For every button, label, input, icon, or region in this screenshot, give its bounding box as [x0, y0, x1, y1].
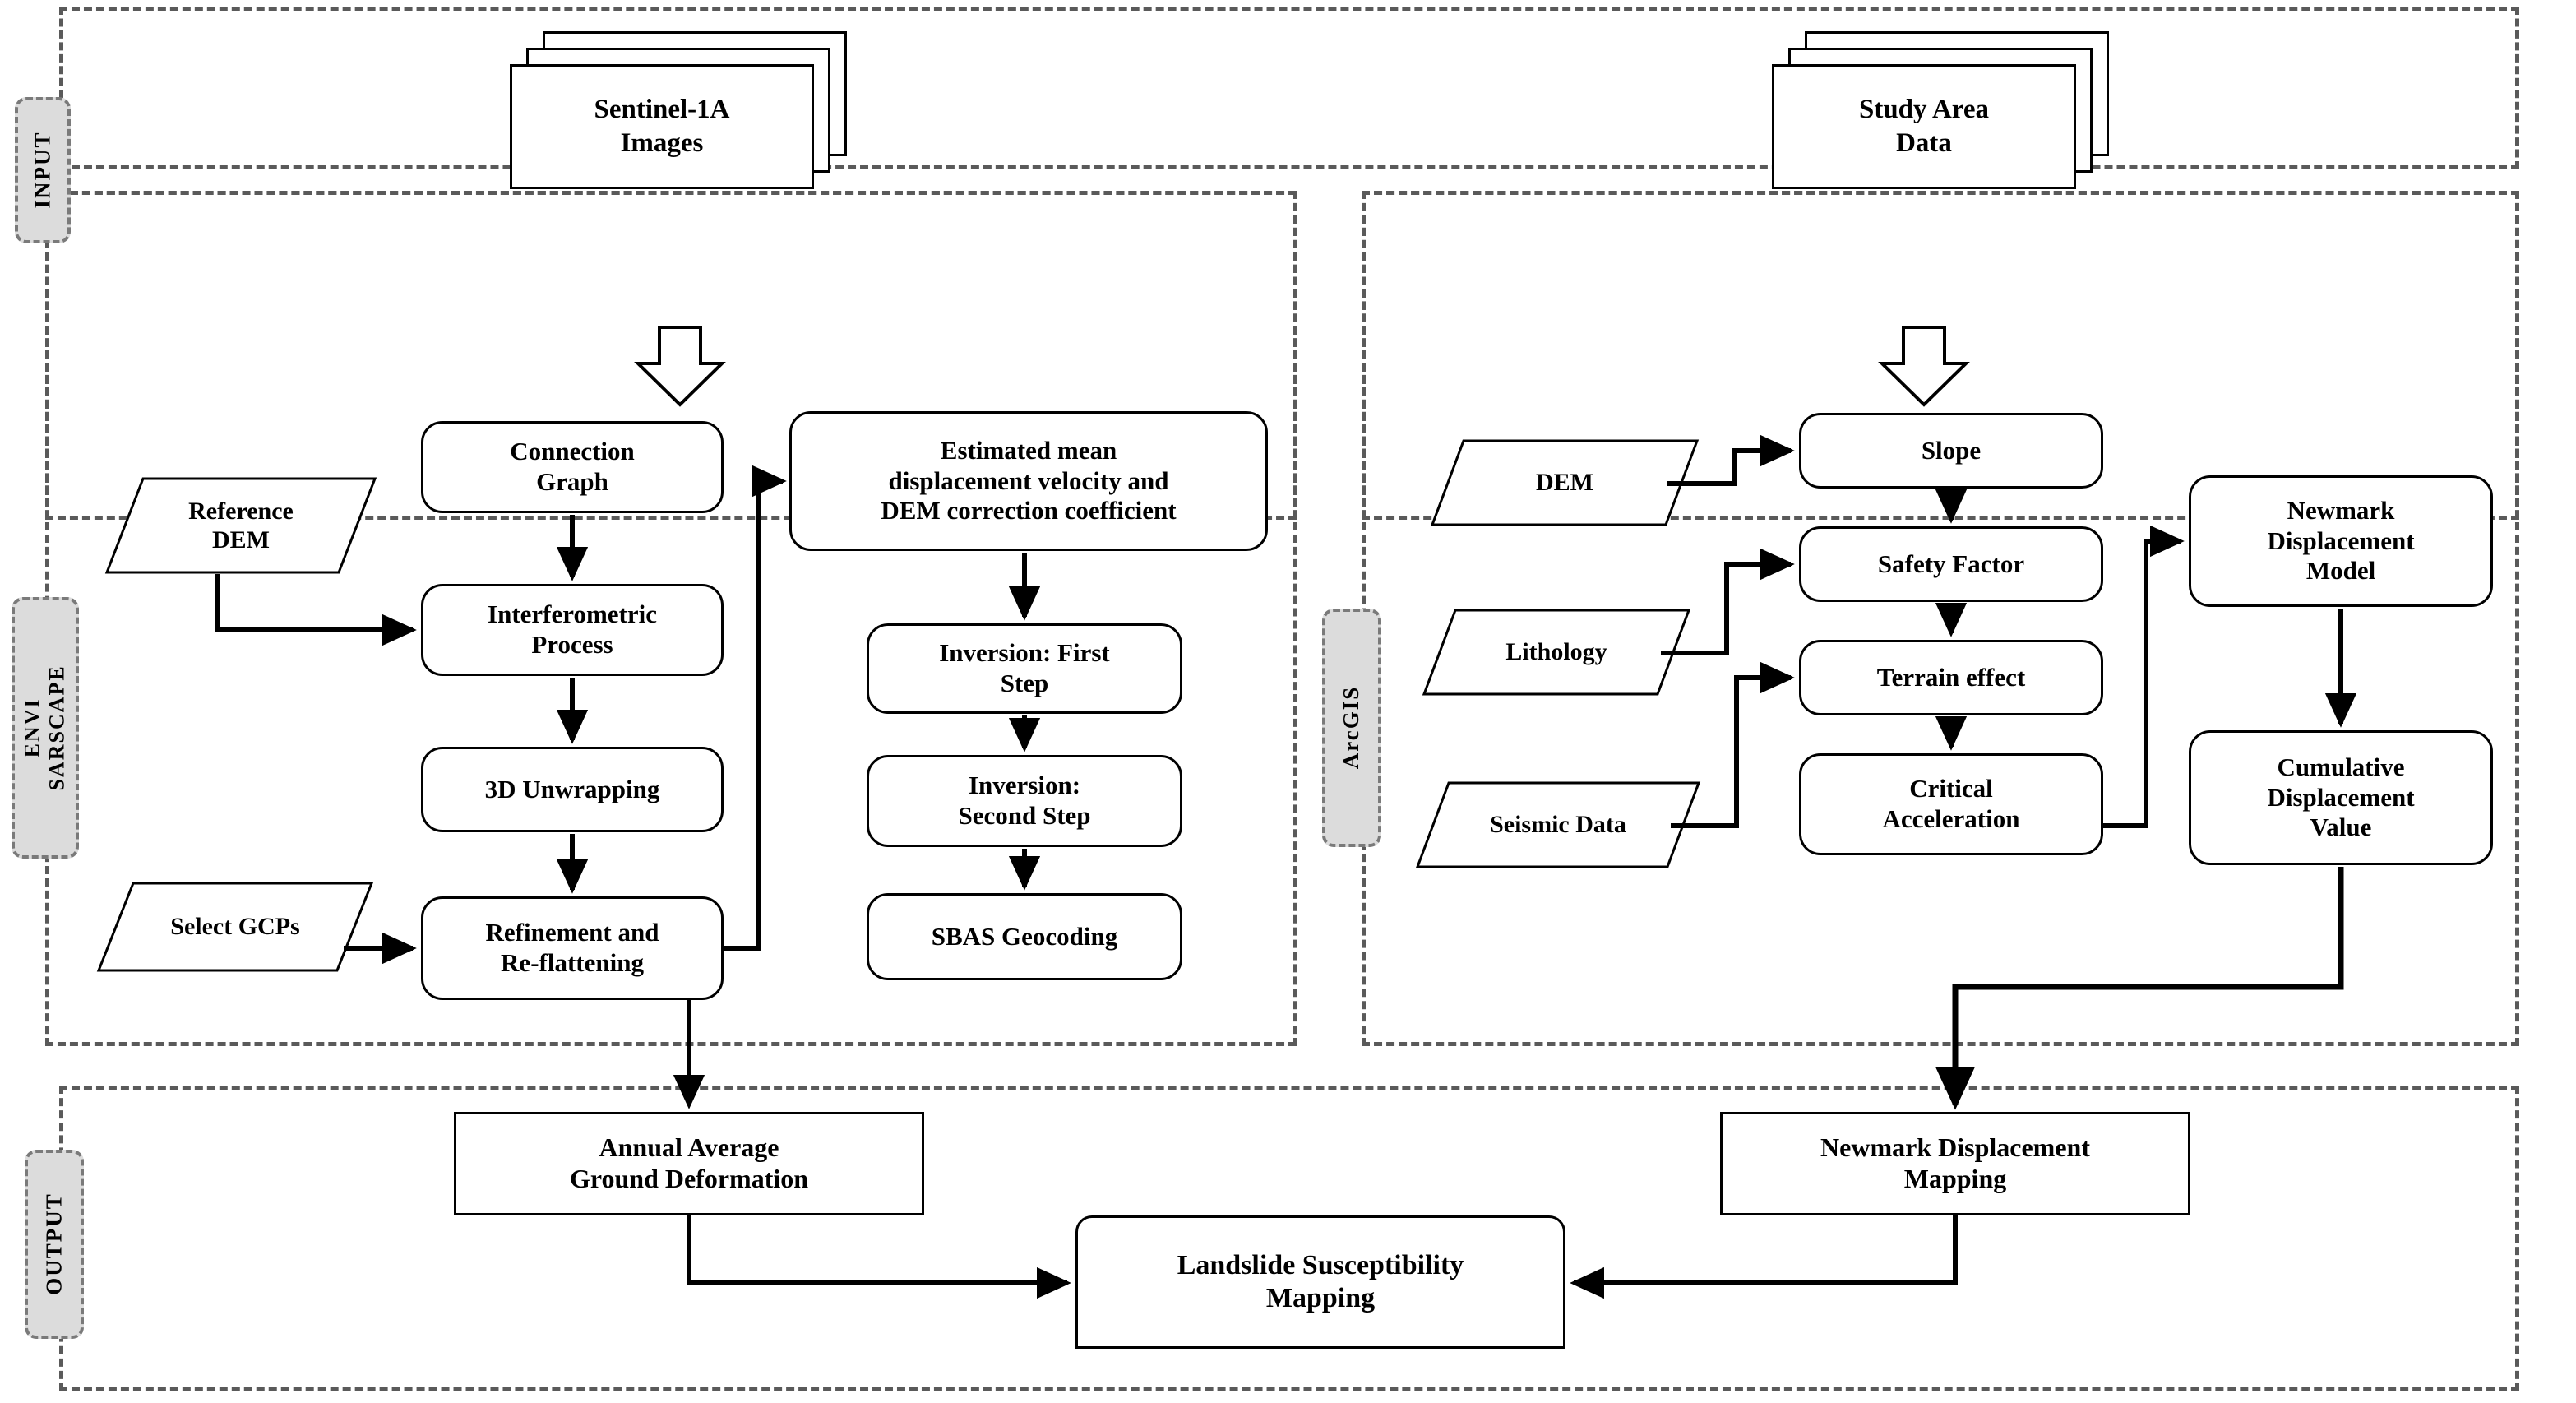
label-inversion-second-step: Inversion: Second Step: [958, 771, 1091, 830]
stage-label-envi: ENVI SARSCAPE: [21, 664, 70, 790]
data-shape-select-gcps: Select GCPs: [96, 882, 374, 972]
stage-label-output: OUTPUT: [41, 1192, 67, 1296]
stage-tab-envi: ENVI SARSCAPE: [12, 597, 79, 859]
stage-tab-input: INPUT: [15, 97, 71, 243]
label-lithology: Lithology: [1505, 638, 1607, 666]
data-shape-lithology: Lithology: [1422, 609, 1691, 696]
dataset-stack-study-area: Study Area Data: [1772, 31, 2117, 189]
process-critical-acceleration: Critical Acceleration: [1799, 753, 2103, 855]
process-inversion-second-step: Inversion: Second Step: [867, 755, 1182, 847]
dataset-label-sentinel: Sentinel-1A Images: [594, 94, 730, 158]
process-cumulative-displacement-value: Cumulative Displacement Value: [2189, 730, 2493, 865]
label-terrain-effect: Terrain effect: [1876, 662, 2026, 692]
label-inversion-first-step: Inversion: First Step: [939, 638, 1110, 697]
stage-label-arcgis: ArcGIS: [1339, 686, 1364, 770]
process-3d-unwrapping: 3D Unwrapping: [421, 747, 724, 832]
process-newmark-displacement-model: Newmark Displacement Model: [2189, 475, 2493, 607]
label-estimated-mean-displacement: Estimated mean displacement velocity and…: [881, 436, 1177, 526]
label-cumulative-displacement-value: Cumulative Displacement Value: [2267, 752, 2415, 842]
label-newmark-displacement-mapping: Newmark Displacement Mapping: [1820, 1132, 2090, 1193]
stage-label-input: INPUT: [30, 131, 55, 209]
sheet-front: Study Area Data: [1772, 64, 2076, 189]
output-landslide-susceptibility-mapping: Landslide Susceptibility Mapping: [1075, 1215, 1565, 1349]
stage-label-envi-line2: SARSCAPE: [45, 664, 69, 791]
output-newmark-displacement-mapping: Newmark Displacement Mapping: [1720, 1112, 2190, 1215]
label-select-gcps: Select GCPs: [170, 913, 300, 941]
label-landslide-susceptibility-mapping: Landslide Susceptibility Mapping: [1177, 1249, 1464, 1313]
label-critical-acceleration: Critical Acceleration: [1882, 774, 2020, 833]
data-shape-reference-dem: Reference DEM: [104, 477, 377, 574]
stage-tab-output: OUTPUT: [25, 1150, 84, 1339]
process-inversion-first-step: Inversion: First Step: [867, 623, 1182, 714]
label-connection-graph: Connection Graph: [510, 437, 635, 496]
label-reference-dem: Reference DEM: [188, 497, 294, 553]
process-refinement-reflattening: Refinement and Re-flattening: [421, 896, 724, 1000]
data-shape-seismic-data: Seismic Data: [1415, 781, 1701, 868]
output-annual-average-ground-deformation: Annual Average Ground Deformation: [454, 1112, 924, 1215]
process-interferometric-process: Interferometric Process: [421, 584, 724, 676]
section-frame-input: [59, 7, 2519, 169]
label-annual-average-ground-deformation: Annual Average Ground Deformation: [569, 1132, 809, 1193]
dataset-stack-sentinel: Sentinel-1A Images: [510, 31, 855, 189]
process-terrain-effect: Terrain effect: [1799, 640, 2103, 715]
label-refinement-reflattening: Refinement and Re-flattening: [485, 918, 659, 977]
process-sbas-geocoding: SBAS Geocoding: [867, 893, 1182, 980]
label-safety-factor: Safety Factor: [1877, 549, 2025, 578]
label-seismic-data: Seismic Data: [1490, 811, 1626, 839]
label-dem: DEM: [1536, 469, 1593, 497]
process-connection-graph: Connection Graph: [421, 421, 724, 513]
data-shape-dem: DEM: [1430, 439, 1700, 526]
process-slope: Slope: [1799, 413, 2103, 489]
process-safety-factor: Safety Factor: [1799, 526, 2103, 602]
label-sbas-geocoding: SBAS Geocoding: [931, 921, 1118, 951]
dataset-label-study-area: Study Area Data: [1858, 94, 1989, 158]
stage-tab-arcgis: ArcGIS: [1322, 609, 1381, 847]
label-slope: Slope: [1921, 435, 1982, 465]
label-3d-unwrapping: 3D Unwrapping: [484, 774, 660, 803]
label-interferometric-process: Interferometric Process: [488, 600, 657, 659]
process-estimated-mean-displacement: Estimated mean displacement velocity and…: [789, 411, 1268, 551]
label-newmark-displacement-model: Newmark Displacement Model: [2267, 496, 2415, 586]
stage-label-envi-line1: ENVI: [21, 697, 45, 758]
sheet-front: Sentinel-1A Images: [510, 64, 814, 189]
